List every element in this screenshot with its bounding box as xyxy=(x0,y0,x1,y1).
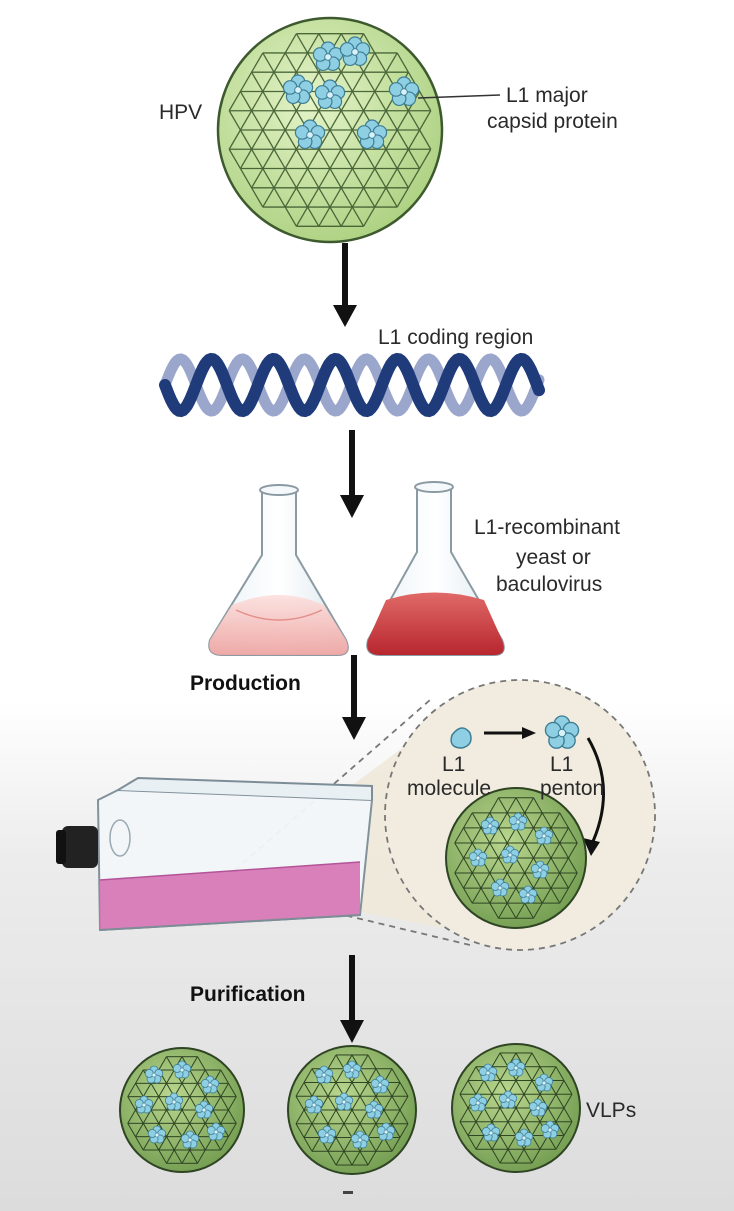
purification-label: Purification xyxy=(190,983,306,1006)
vlp-1 xyxy=(119,1047,245,1173)
capsid-penton xyxy=(534,826,554,845)
l1-penton-label-line2: penton xyxy=(540,777,605,800)
recombinant-label-line2: yeast or xyxy=(516,546,591,569)
arrow-down-1 xyxy=(333,243,357,327)
capsid-penton xyxy=(498,1090,518,1109)
capsid-penton xyxy=(481,1123,501,1142)
capsid-penton xyxy=(478,1063,498,1082)
capsid-penton xyxy=(200,1075,220,1094)
capsid-penton xyxy=(206,1122,226,1141)
l1-penton-icon xyxy=(544,715,580,749)
capsid-penton xyxy=(172,1060,192,1079)
capsid-penton xyxy=(356,119,388,150)
production-label: Production xyxy=(190,672,301,695)
l1-leader-line xyxy=(417,94,501,99)
capsid-penton xyxy=(490,878,510,897)
capsid-penton xyxy=(294,119,326,150)
capsid-penton xyxy=(528,1098,548,1117)
l1-molecule-label-line1: L1 xyxy=(442,753,466,776)
l1-major-label-line2: capsid protein xyxy=(487,110,618,133)
capsid-penton xyxy=(508,812,528,831)
capsid-penton xyxy=(370,1075,390,1094)
capsid-penton xyxy=(312,41,344,72)
capsid-penton xyxy=(164,1092,184,1111)
capsid-penton xyxy=(134,1095,154,1114)
capsid-penton xyxy=(334,1092,354,1111)
capsid-penton xyxy=(339,36,371,67)
recombinant-label-line1: L1-recombinant xyxy=(474,516,620,539)
capsid-penton xyxy=(514,1128,534,1147)
arrow-down-4 xyxy=(340,955,364,1043)
hpv-capsid xyxy=(216,16,444,244)
capsid-penton xyxy=(480,816,500,835)
bottom-mark xyxy=(343,1191,353,1194)
arrow-molecule-to-penton xyxy=(484,727,536,739)
flask-dark xyxy=(366,481,505,656)
capsid-penton xyxy=(342,1060,362,1079)
l1-penton-label-line1: L1 xyxy=(550,753,574,776)
culture-flask xyxy=(56,776,374,932)
capsid-penton xyxy=(180,1130,200,1149)
capsid-penton xyxy=(506,1058,526,1077)
capsid-penton xyxy=(376,1122,396,1141)
capsid-penton xyxy=(534,1073,554,1092)
vlp-2 xyxy=(287,1045,417,1175)
capsid-penton xyxy=(468,848,488,867)
capsid-penton xyxy=(388,76,420,107)
capsid-penton xyxy=(144,1065,164,1084)
capsid-penton xyxy=(317,1125,337,1144)
inset-capsid xyxy=(445,787,587,929)
l1-major-label-line1: L1 major xyxy=(506,84,588,107)
arrow-penton-to-capsid xyxy=(583,737,605,856)
capsid-penton xyxy=(468,1093,488,1112)
capsid-penton xyxy=(147,1125,167,1144)
capsid-penton xyxy=(500,845,520,864)
l1-molecule-label-line2: molecule xyxy=(407,777,492,800)
capsid-penton xyxy=(194,1100,214,1119)
capsid-penton xyxy=(518,885,538,904)
capsid-penton xyxy=(350,1130,370,1149)
capsid-penton xyxy=(364,1100,384,1119)
capsid-penton xyxy=(314,1065,334,1084)
dna-helix xyxy=(159,352,545,418)
arrow-down-2 xyxy=(340,430,364,518)
recombinant-label-line3: baculovirus xyxy=(496,573,603,596)
penton-large xyxy=(544,715,580,749)
capsid-penton xyxy=(282,74,314,105)
l1-coding-region-label: L1 coding region xyxy=(378,326,534,349)
capsid-penton xyxy=(530,860,550,879)
vlps-label: VLPs xyxy=(586,1099,637,1122)
capsid-penton xyxy=(304,1095,324,1114)
l1-molecule-icon xyxy=(450,727,472,749)
arrow-down-3 xyxy=(342,655,366,740)
capsid-penton xyxy=(540,1120,560,1139)
capsid-penton xyxy=(314,79,346,110)
vlp-3 xyxy=(451,1043,581,1173)
hpv-label: HPV xyxy=(159,101,203,124)
flask-light xyxy=(208,484,349,656)
